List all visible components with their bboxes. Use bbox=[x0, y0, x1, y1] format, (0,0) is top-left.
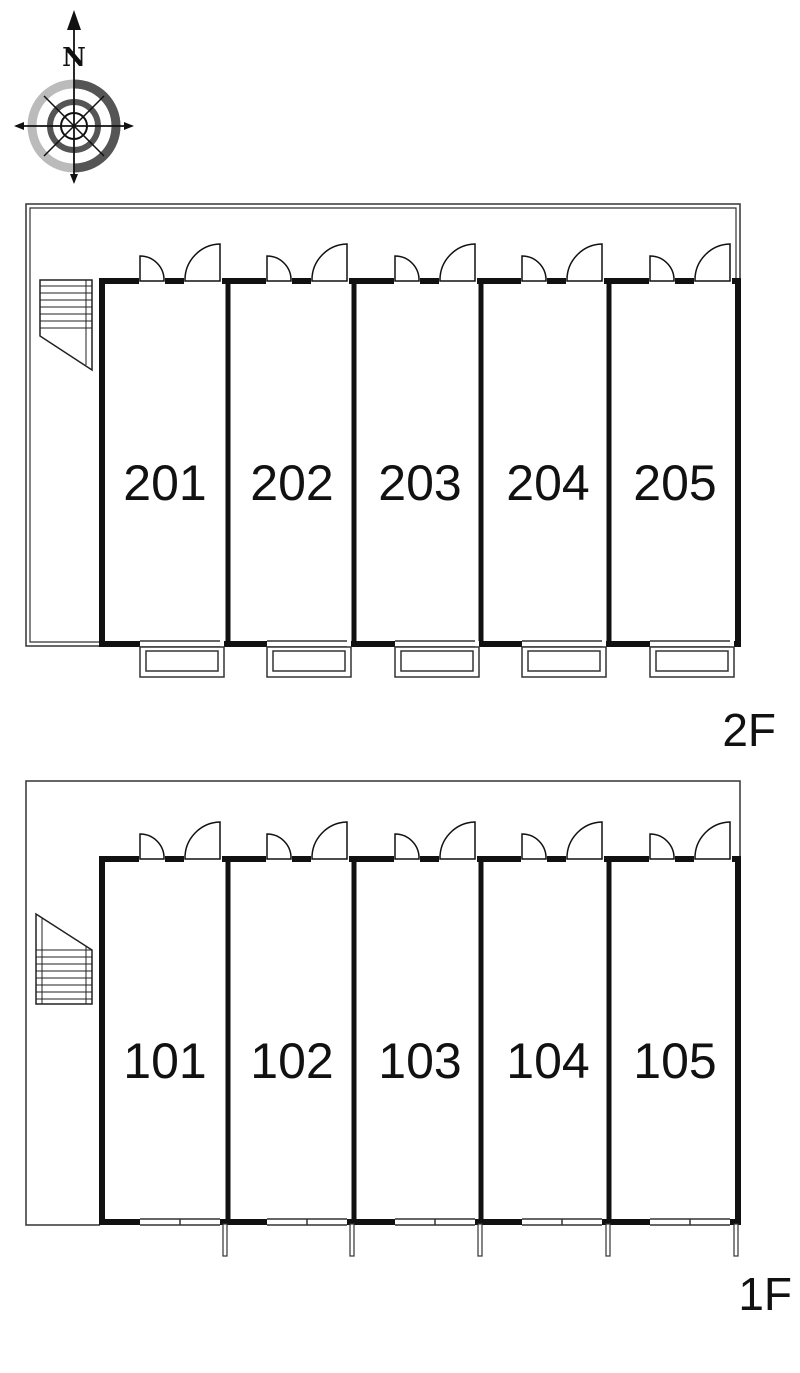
windows-1f bbox=[140, 1218, 730, 1226]
partition-posts-1f bbox=[222, 1223, 739, 1257]
staircase-2f bbox=[39, 279, 93, 372]
door-swings-1f bbox=[139, 821, 732, 862]
unit-label-103: 103 bbox=[378, 1033, 461, 1089]
unit-label-104: 104 bbox=[506, 1033, 589, 1089]
floor-plan-2f: 201 202 203 204 205 2F bbox=[25, 203, 776, 756]
floor-label-1f: 1F bbox=[738, 1268, 792, 1320]
door-swings-2f bbox=[139, 243, 732, 284]
unit-label-201: 201 bbox=[123, 455, 206, 511]
unit-label-204: 204 bbox=[506, 455, 589, 511]
compass-rose-icon: N bbox=[14, 10, 134, 184]
unit-label-202: 202 bbox=[250, 455, 333, 511]
staircase-1f bbox=[35, 912, 93, 1005]
balconies-2f bbox=[139, 640, 735, 678]
unit-label-205: 205 bbox=[633, 455, 716, 511]
floor-label-2f: 2F bbox=[722, 704, 776, 756]
unit-label-101: 101 bbox=[123, 1033, 206, 1089]
unit-label-102: 102 bbox=[250, 1033, 333, 1089]
compass-north-label: N bbox=[62, 43, 86, 73]
unit-label-203: 203 bbox=[378, 455, 461, 511]
floor-plan-1f: 101 102 103 104 105 1F bbox=[25, 780, 792, 1320]
unit-label-105: 105 bbox=[633, 1033, 716, 1089]
